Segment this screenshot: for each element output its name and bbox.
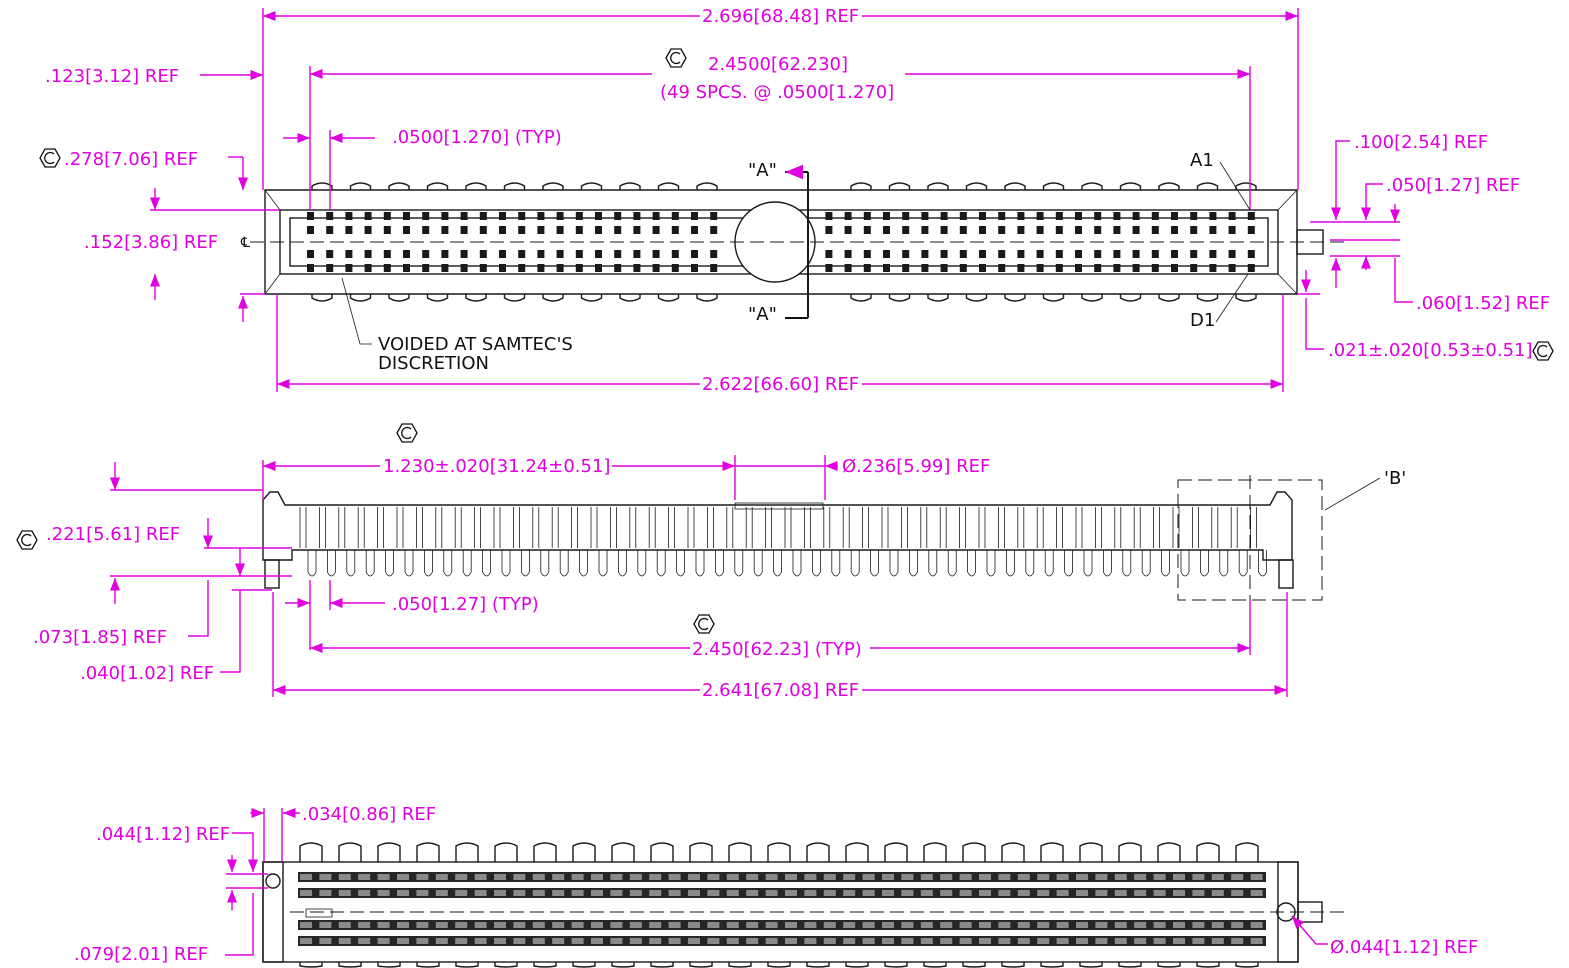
bottom-view-body	[262, 842, 1345, 968]
hexagon-c-icon	[39, 148, 61, 168]
side-post-height: .040[1.02] REF	[80, 663, 214, 684]
voided-note-line2: DISCRETION	[378, 353, 489, 374]
bottom-view: .034[0.86] REF .044[1.12] REF .079[2.01]…	[74, 804, 1478, 968]
side-view-body	[262, 475, 1323, 605]
side-pitch: .050[1.27] (TYP)	[392, 594, 539, 615]
side-hole-position: 1.230±.020[31.24±0.51]	[383, 456, 610, 477]
side-pin-span: 2.450[62.23] (TYP)	[692, 639, 862, 660]
pin-a1-label: A1	[1190, 150, 1214, 171]
top-view: ℄ 2.696[68.48] REF 2.4500[62.230] (49 SP…	[39, 6, 1554, 395]
top-row-offset: .152[3.86] REF	[84, 232, 218, 253]
side-hole-diameter: Ø.236[5.99] REF	[842, 456, 990, 477]
section-label-bottom: "A"	[748, 304, 777, 325]
hexagon-c-icon	[693, 614, 715, 634]
hexagon-c-icon	[396, 423, 418, 443]
hexagon-c-icon	[1532, 341, 1554, 361]
top-row-pitch: .050[1.27] REF	[1386, 175, 1520, 196]
hexagon-c-icon	[16, 530, 38, 550]
top-pitch: .0500[1.270] (TYP)	[392, 127, 562, 148]
bottom-post-offset: .044[1.12] REF	[96, 824, 230, 845]
top-view-body	[250, 172, 1345, 318]
side-overall-width: 2.641[67.08] REF	[702, 680, 859, 701]
section-label-top: "A"	[748, 160, 777, 181]
pin-d1-label: D1	[1190, 310, 1215, 331]
side-tail-height: .073[1.85] REF	[33, 627, 167, 648]
top-right-offset: .100[2.54] REF	[1354, 132, 1488, 153]
centerline-icon: ℄	[240, 235, 250, 251]
detail-b-label: 'B'	[1384, 468, 1406, 489]
top-body-width: 2.622[66.60] REF	[702, 374, 859, 395]
top-body-height: .278[7.06] REF	[64, 149, 198, 170]
top-left-offset: .123[3.12] REF	[45, 66, 179, 87]
hexagon-c-icon	[665, 48, 687, 68]
top-coplanarity: .021±.020[0.53±0.51]	[1328, 340, 1533, 361]
top-pin-gap: .060[1.52] REF	[1416, 293, 1550, 314]
top-pin-span: 2.4500[62.230]	[708, 54, 848, 75]
top-pin-span-note: (49 SPCS. @ .0500[1.270]	[660, 82, 894, 103]
bottom-wall-thickness: .034[0.86] REF	[302, 804, 436, 825]
bottom-post-diameter: Ø.044[1.12] REF	[1330, 937, 1478, 958]
voided-note: VOIDED AT SAMTEC'S	[378, 334, 573, 355]
top-overall-width: 2.696[68.48] REF	[702, 6, 859, 27]
bottom-post-spacing: .079[2.01] REF	[74, 944, 208, 965]
side-body-height: .221[5.61] REF	[46, 524, 180, 545]
side-view: 1.230±.020[31.24±0.51] Ø.236[5.99] REF '…	[16, 423, 1406, 701]
